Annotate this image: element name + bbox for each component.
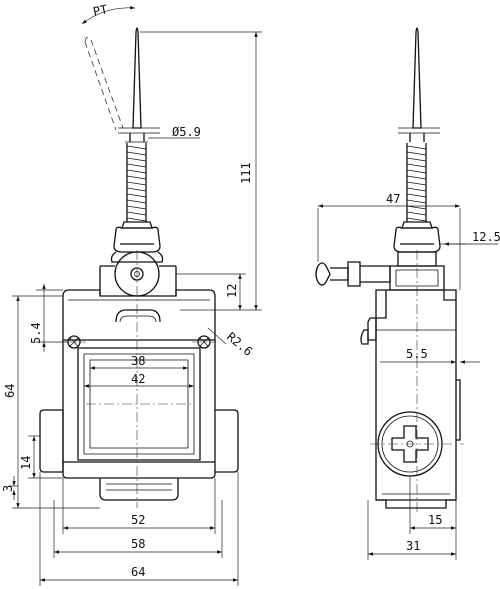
dim-111 <box>140 31 262 311</box>
dim-bottom-widths <box>39 472 239 586</box>
body-height-label: 64 <box>3 384 17 398</box>
side-view: 47 12.5 5.5 15 31 <box>315 27 500 560</box>
width-58-label: 58 <box>131 537 145 551</box>
angle-arc <box>81 5 136 25</box>
actuator-rod <box>118 27 160 143</box>
width-31-label: 31 <box>406 539 420 553</box>
spring-coil <box>126 143 147 222</box>
lever-offset-label: 12 <box>225 284 239 298</box>
rod-dia-label: Ø5.9 <box>172 125 201 139</box>
dim-15 <box>409 476 457 560</box>
housing-body <box>39 340 239 501</box>
dim-47 <box>317 204 461 290</box>
side-spring <box>406 143 427 222</box>
dim-3 <box>10 476 18 500</box>
side-body <box>360 289 461 509</box>
width-52-label: 52 <box>131 513 145 527</box>
side-rod <box>398 27 440 142</box>
height-label: 111 <box>239 162 253 184</box>
dim-5-4 <box>36 284 68 352</box>
foot-height-label: 14 <box>19 456 33 470</box>
front-view: PT Ø5.9 <box>1 2 262 586</box>
dim-38-42 <box>84 366 194 388</box>
width-64-label: 64 <box>131 565 145 579</box>
width-47-label: 47 <box>386 192 400 206</box>
base-step-label: 3 <box>1 485 15 492</box>
dim-64-height <box>12 295 100 509</box>
housing-upper <box>62 289 216 349</box>
dim-31 <box>367 500 456 560</box>
dim-14 <box>28 435 63 479</box>
hole-offset-label: 5.4 <box>29 322 43 344</box>
radius-leader <box>207 327 227 345</box>
lever-bracket <box>99 265 177 296</box>
angle-label: PT <box>92 2 109 19</box>
inner-width-b-label: 42 <box>131 372 145 386</box>
dim-12 <box>176 273 246 310</box>
dim-5-5-label: 5.5 <box>406 347 428 361</box>
dim-12-5-label: 12.5 <box>472 230 500 244</box>
deflected-rod-outline <box>84 37 124 131</box>
radius-label: R2.6 <box>224 330 255 359</box>
inner-width-a-label: 38 <box>131 354 145 368</box>
dim-15-label: 15 <box>428 513 442 527</box>
side-plunger-knob <box>315 261 391 287</box>
